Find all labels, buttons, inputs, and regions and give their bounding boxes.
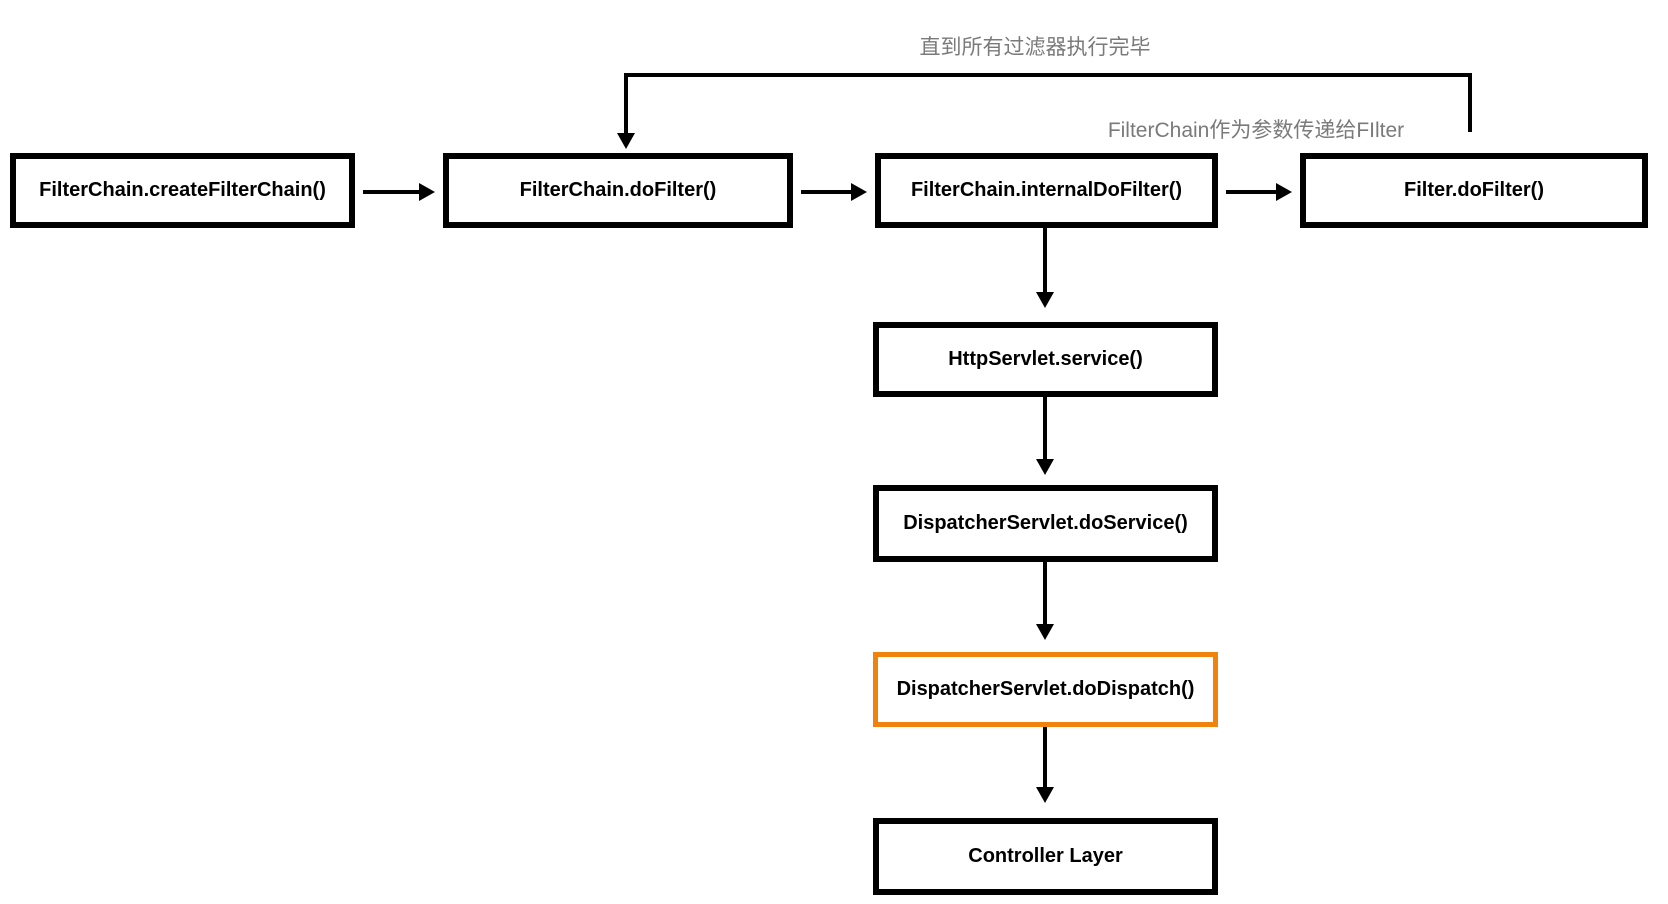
arrow-create-to-dofilter-line xyxy=(363,190,421,194)
arrow-internal-to-httpservice-line xyxy=(1043,228,1047,294)
loop-annotation-label: 直到所有过滤器执行完毕 xyxy=(919,36,1151,59)
arrow-doservice-to-dodispatch-line xyxy=(1043,562,1047,626)
param-annotation-label: FilterChain作为参数传递给FIlter xyxy=(1107,119,1405,142)
arrow-internal-to-filterdofilter-head-icon xyxy=(1276,183,1292,201)
arrow-dofilter-to-internal-line xyxy=(801,190,853,194)
node-filter-dofilter: Filter.doFilter() xyxy=(1300,153,1648,228)
arrow-httpservice-to-doservice-line xyxy=(1043,397,1047,461)
node-filterchain-internaldofilter: FilterChain.internalDoFilter() xyxy=(875,153,1218,228)
arrow-dodispatch-to-controller-line xyxy=(1043,727,1047,789)
loop-arrowhead-icon xyxy=(617,133,635,149)
arrow-doservice-to-dodispatch-head-icon xyxy=(1036,624,1054,640)
arrow-dodispatch-to-controller-head-icon xyxy=(1036,787,1054,803)
node-controller-layer: Controller Layer xyxy=(873,818,1218,895)
node-dispatcherservlet-doservice: DispatcherServlet.doService() xyxy=(873,485,1218,562)
arrow-create-to-dofilter-head-icon xyxy=(419,183,435,201)
loop-arrow-top-segment xyxy=(624,73,1472,77)
node-filterchain-dofilter: FilterChain.doFilter() xyxy=(443,153,793,228)
node-filterchain-createfilterchain: FilterChain.createFilterChain() xyxy=(10,153,355,228)
loop-arrow-left-segment xyxy=(624,73,628,135)
loop-arrow-right-segment xyxy=(1468,73,1472,132)
node-httpservlet-service: HttpServlet.service() xyxy=(873,322,1218,397)
arrow-httpservice-to-doservice-head-icon xyxy=(1036,459,1054,475)
arrow-internal-to-filterdofilter-line xyxy=(1226,190,1278,194)
arrow-internal-to-httpservice-head-icon xyxy=(1036,292,1054,308)
node-dispatcherservlet-dodispatch-highlighted: DispatcherServlet.doDispatch() xyxy=(873,652,1218,727)
arrow-dofilter-to-internal-head-icon xyxy=(851,183,867,201)
